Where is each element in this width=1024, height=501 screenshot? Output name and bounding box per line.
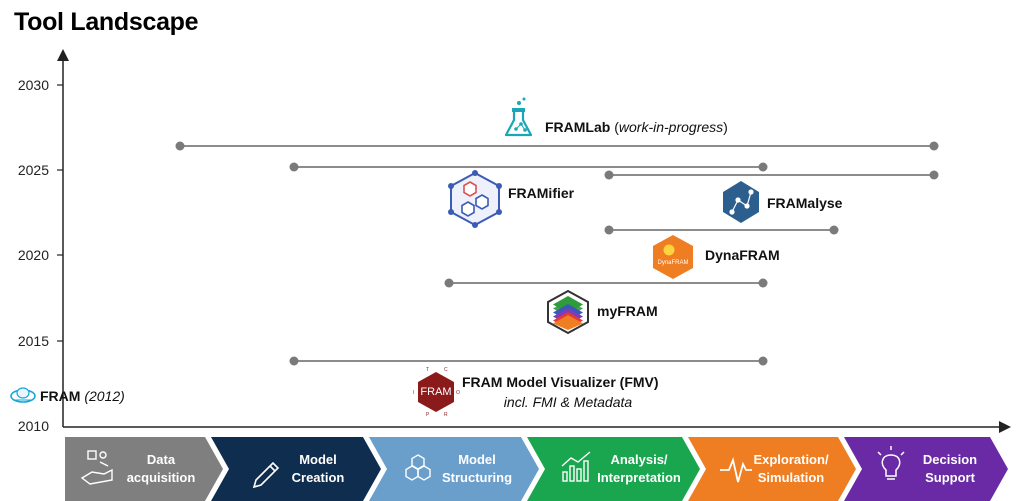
phase-label-line1: Exploration/ [753,452,829,467]
phase-label-line2: Support [925,470,975,485]
dynafram-icon-text: DynaFRAM [657,260,688,266]
span-dynafram [604,225,839,235]
page-title: Tool Landscape [14,8,199,36]
fmv-hexagon-icon: FRAM T C I O P R [413,367,460,418]
span-myfram [444,278,768,288]
framifier-name: FRAMifier [508,185,575,201]
span-framlab [175,141,939,151]
fmv-subtitle: incl. FMI & Metadata [504,394,633,410]
fmv-hex-letter: I [413,390,414,396]
phase-label-line1: Model [458,452,496,467]
fram-name: FRAM [40,388,80,404]
fram-note: (2012) [80,388,124,404]
y-tick-label: 2010 [18,418,49,434]
phase-analysis-interpretation: Analysis/ Interpretation [527,437,700,501]
fmv-hex-letter: P [426,412,430,418]
phase-label-line1: Analysis/ [610,452,667,467]
phase-exploration-simulation: Exploration/ Simulation [688,437,856,501]
y-tick-label: 2025 [18,162,49,178]
y-tick-2030: 2030 [18,77,63,93]
fmv-hex-letter: R [444,412,448,418]
framlab-flask-icon [504,97,533,137]
span-fmv [289,356,768,366]
phase-decision-support: Decision Support [844,437,1008,501]
phase-label-line1: Model [299,452,337,467]
phase-label-line1: Data [147,452,176,467]
myfram-name: myFRAM [597,303,658,319]
phase-label-line2: Interpretation [597,470,681,485]
y-tick-label: 2030 [18,77,49,93]
fram-label: FRAM (2012) [40,388,125,404]
phase-label-line2: Simulation [758,470,825,485]
framlab-note-open: ( [610,119,619,135]
fmv-name: FRAM Model Visualizer (FMV) [462,374,659,390]
y-tick-2015: 2015 [18,333,63,349]
pencil-icon [252,461,280,489]
fmv-hex-letter: C [444,367,448,373]
fram-logo-icon [10,387,36,403]
bar-chart-icon [561,451,591,482]
dynafram-name: DynaFRAM [705,247,780,263]
fmv-hex-letter: O [456,390,460,396]
framlab-note-close: ) [723,119,728,135]
dynafram-hexagon-icon: DynaFRAM [653,235,693,279]
fmv-hex-letter: T [426,367,429,373]
lightbulb-icon [877,446,905,480]
pulse-icon [720,456,752,483]
framalyse-name: FRAMalyse [767,195,843,211]
phase-label-line2: Structuring [442,470,512,485]
y-tick-label: 2020 [18,247,49,263]
framifier-hexagon-icon [448,170,502,228]
y-tick-2020: 2020 [18,247,63,263]
fmv-icon-text: FRAM [420,386,451,398]
phase-model-structuring: Model Structuring [369,437,539,501]
span-framalyse [604,170,939,180]
framalyse-network-icon [723,181,759,223]
y-tick-2025: 2025 [18,162,63,178]
hexagon-network-icon [405,454,431,481]
framlab-label: FRAMLab (work-in-progress) [545,119,728,135]
y-tick-label: 2015 [18,333,49,349]
span-framifier [289,162,768,172]
hand-data-icon [80,450,113,485]
framlab-name: FRAMLab [545,119,610,135]
phase-label-line1: Decision [923,452,977,467]
phase-data-acquisition: Data acquisition [65,437,223,501]
myfram-layers-icon [547,289,589,335]
phase-label-line2: Creation [292,470,345,485]
phase-label-line2: acquisition [127,470,196,485]
framlab-note: work-in-progress [619,119,723,135]
phase-model-creation: Model Creation [211,437,381,501]
